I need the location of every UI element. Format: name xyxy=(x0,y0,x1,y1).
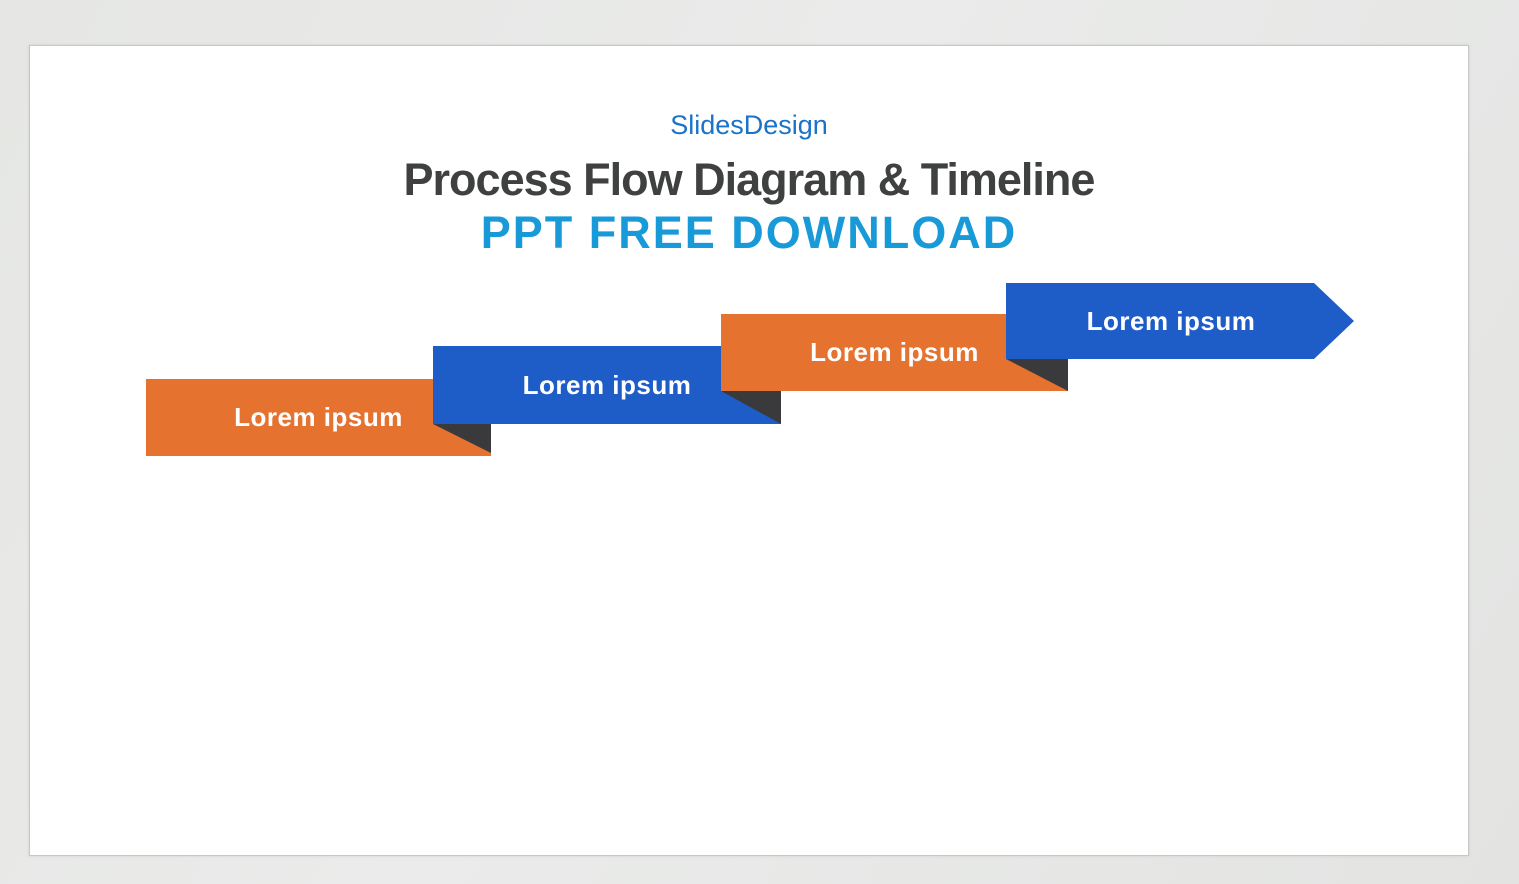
page-title: Process Flow Diagram & Timeline xyxy=(403,154,1096,205)
process-step-4-label: Lorem ipsum xyxy=(1086,305,1256,336)
process-step-4-arrow-banner: Lorem ipsum xyxy=(1006,283,1354,359)
brand-text: SlidesDesign xyxy=(670,110,828,140)
process-step-1-label: Lorem ipsum xyxy=(234,402,403,432)
subtitle-text: PPT FREE DOWNLOAD xyxy=(480,207,1018,258)
process-step-3-label: Lorem ipsum xyxy=(810,337,979,367)
slide-canvas: SlidesDesign Process Flow Diagram & Time… xyxy=(29,45,1469,856)
process-step-2-label: Lorem ipsum xyxy=(522,369,692,400)
